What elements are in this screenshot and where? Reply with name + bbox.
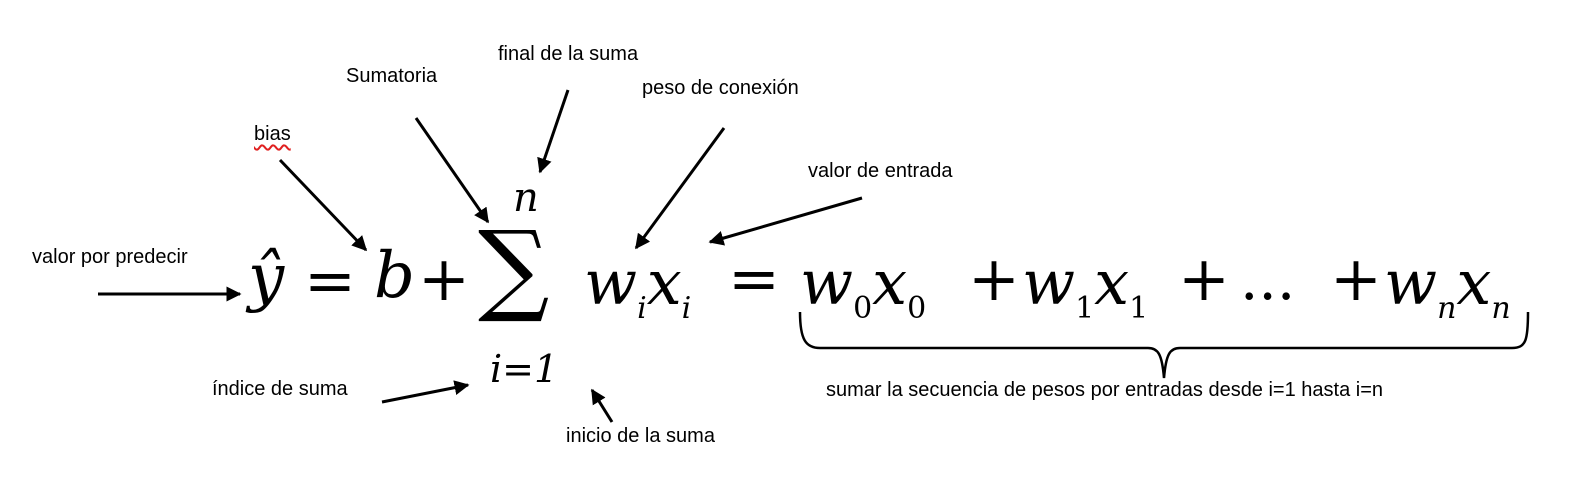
term-w1-x1: w1x1 — [1022, 252, 1148, 324]
term-wn-xn: wnxn — [1384, 252, 1511, 324]
label-final-suma: final de la suma — [498, 43, 639, 65]
sub-i-x: i — [681, 291, 692, 326]
sigma-symbol: ∑ — [478, 209, 550, 326]
arrow-peso-conexion — [634, 127, 726, 250]
arrow-valor-entrada — [708, 196, 863, 246]
sub-n-x: n — [1491, 291, 1511, 326]
curly-brace — [798, 311, 1530, 379]
sub-i-w: i — [637, 291, 647, 326]
label-inicio-suma: inicio de la suma — [566, 425, 715, 447]
input-xn: x — [1456, 246, 1492, 319]
y-hat: ŷ — [248, 241, 285, 315]
term-wi-xi: wixi — [584, 252, 691, 324]
input-x0: x — [872, 246, 908, 319]
sub-1-w: 1 — [1075, 291, 1095, 326]
ellipsis: ... — [1240, 245, 1296, 313]
plus-sign-3: + — [1178, 242, 1230, 315]
label-valor-entrada: valor de entrada — [808, 160, 953, 182]
input-x: x — [646, 246, 682, 319]
plus-sign-1: + — [418, 242, 470, 315]
arrow-inicio-suma — [590, 388, 614, 423]
bias-symbol: b — [374, 239, 415, 313]
sub-n-w: n — [1437, 291, 1457, 326]
arrow-sumatoria — [414, 117, 490, 224]
label-indice-suma: índice de suma — [212, 378, 348, 400]
sub-0-w: 0 — [853, 291, 873, 326]
weight-w0: w — [800, 246, 854, 319]
arrow-indice-suma — [381, 380, 470, 404]
weight-wn: w — [1384, 246, 1438, 319]
label-valor-predecir: valor por predecir — [32, 246, 188, 268]
weight-w: w — [584, 246, 638, 319]
label-sumatoria: Sumatoria — [346, 65, 438, 87]
plus-sign-4: + — [1330, 242, 1382, 315]
label-bias: bias — [254, 123, 291, 145]
plus-sign-2: + — [968, 242, 1020, 315]
arrow-bias — [278, 158, 368, 252]
sub-1-x: 1 — [1129, 291, 1149, 326]
sum-upper-limit: n — [513, 175, 539, 221]
sum-lower-limit: i=1 — [490, 347, 559, 391]
input-x1: x — [1094, 246, 1130, 319]
sub-0-x: 0 — [907, 291, 927, 326]
label-peso-conexion: peso de conexión — [642, 77, 799, 99]
label-sumar-secuencia: sumar la secuencia de pesos por entradas… — [826, 379, 1384, 401]
equals-sign-2: = — [728, 242, 780, 315]
weight-w1: w — [1022, 246, 1076, 319]
arrow-final-suma — [537, 89, 570, 174]
equals-sign-1: = — [304, 244, 356, 317]
term-w0-x0: w0x0 — [800, 252, 926, 324]
